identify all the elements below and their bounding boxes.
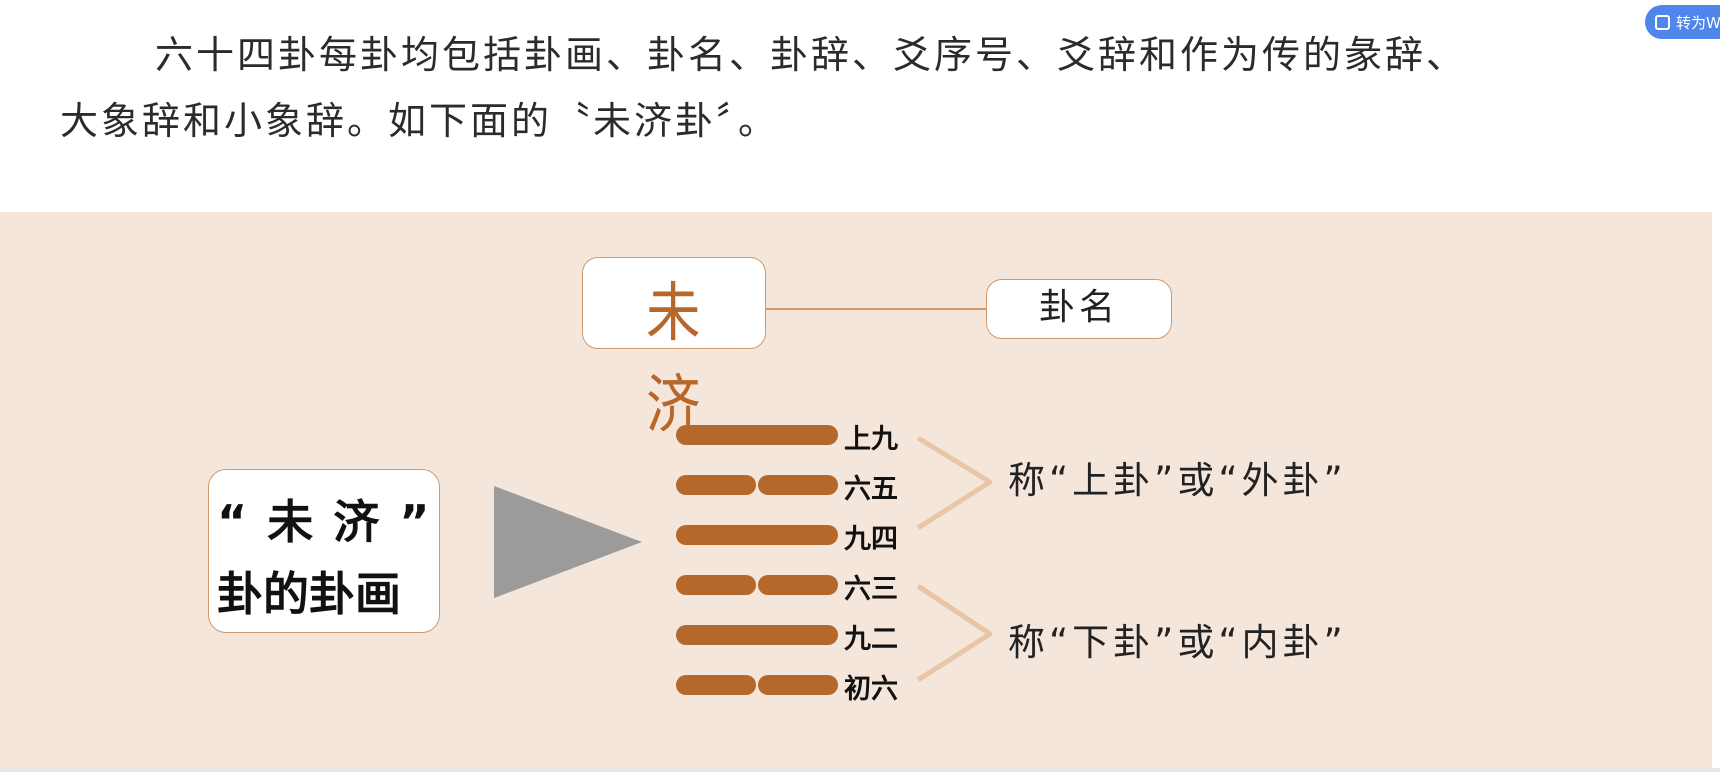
hexagram-line: 九四	[676, 524, 916, 555]
hexagram-line: 上九	[676, 424, 916, 455]
yin-line-segment	[758, 475, 838, 495]
lower-trigram-text: 称“下卦”或“内卦”	[1008, 621, 1347, 664]
hexagram-line: 六五	[676, 474, 916, 505]
yang-line-bar	[676, 625, 838, 645]
paragraph-line-2: 大象辞和小象辞。如下面的〝未济卦〞。	[60, 99, 780, 143]
hexagram-name-seal-box: 未 济	[582, 257, 766, 443]
title-line-2: 卦的卦画	[217, 567, 401, 621]
pointer-arrow-icon	[494, 486, 642, 598]
line-position-label: 初六	[844, 674, 898, 705]
upper-trigram-text: 称“上卦”或“外卦”	[1008, 459, 1347, 502]
hexagram-title-box: “ 未 济 ” 卦的卦画	[208, 469, 440, 633]
page-bottom-edge	[0, 768, 1720, 772]
yin-line-segment	[758, 575, 838, 595]
line-position-label: 六三	[844, 574, 898, 605]
yin-line-segment	[676, 575, 756, 595]
document-icon	[1655, 14, 1670, 30]
hexagram-line: 六三	[676, 574, 916, 605]
hexagram-line: 九二	[676, 624, 916, 655]
yin-line-segment	[758, 675, 838, 695]
title-line-1: “ 未 济 ”	[217, 495, 432, 549]
line-position-label: 上九	[844, 424, 898, 455]
upper-trigram-brace	[916, 435, 993, 531]
hexagram-line: 初六	[676, 674, 916, 705]
yin-line-segment	[676, 675, 756, 695]
hexagram-name-seal-text: 未 济	[645, 277, 720, 443]
yang-line-bar	[676, 525, 838, 545]
yin-line-segment	[676, 475, 756, 495]
line-position-label: 六五	[844, 474, 898, 505]
convert-to-word-button[interactable]: 转为W	[1645, 5, 1720, 39]
hexagram-figure: 未 济 卦名 “ 未 济 ” 卦的卦画 上九六五九四六三九二初六 称“上卦”或“…	[0, 212, 1712, 772]
yang-line-bar	[676, 425, 838, 445]
convert-button-label: 转为W	[1676, 13, 1720, 32]
name-connector-line	[766, 308, 986, 310]
line-position-label: 九四	[844, 524, 898, 555]
line-position-label: 九二	[844, 624, 898, 655]
lower-trigram-brace	[916, 583, 993, 683]
paragraph-line-1: 六十四卦每卦均包括卦画、卦名、卦辞、爻序号、爻辞和作为传的彖辞、	[155, 33, 1468, 77]
name-label-box: 卦名	[986, 279, 1172, 339]
